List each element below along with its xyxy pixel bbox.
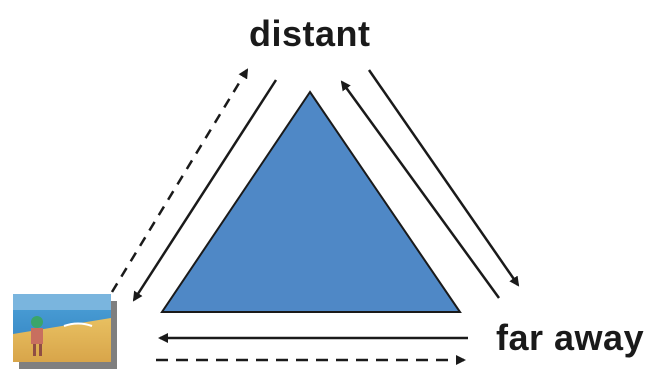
distant-label: distant <box>249 13 371 54</box>
arrow-top-to-right-outer <box>367 69 520 287</box>
dashed-arrow-left-to-top <box>110 68 249 293</box>
beach-scene-icon <box>13 294 117 369</box>
far-away-label: far away <box>496 317 645 358</box>
arrow-top-to-left <box>132 79 278 302</box>
central-triangle <box>160 90 462 313</box>
arrow-right-to-top <box>340 80 501 299</box>
